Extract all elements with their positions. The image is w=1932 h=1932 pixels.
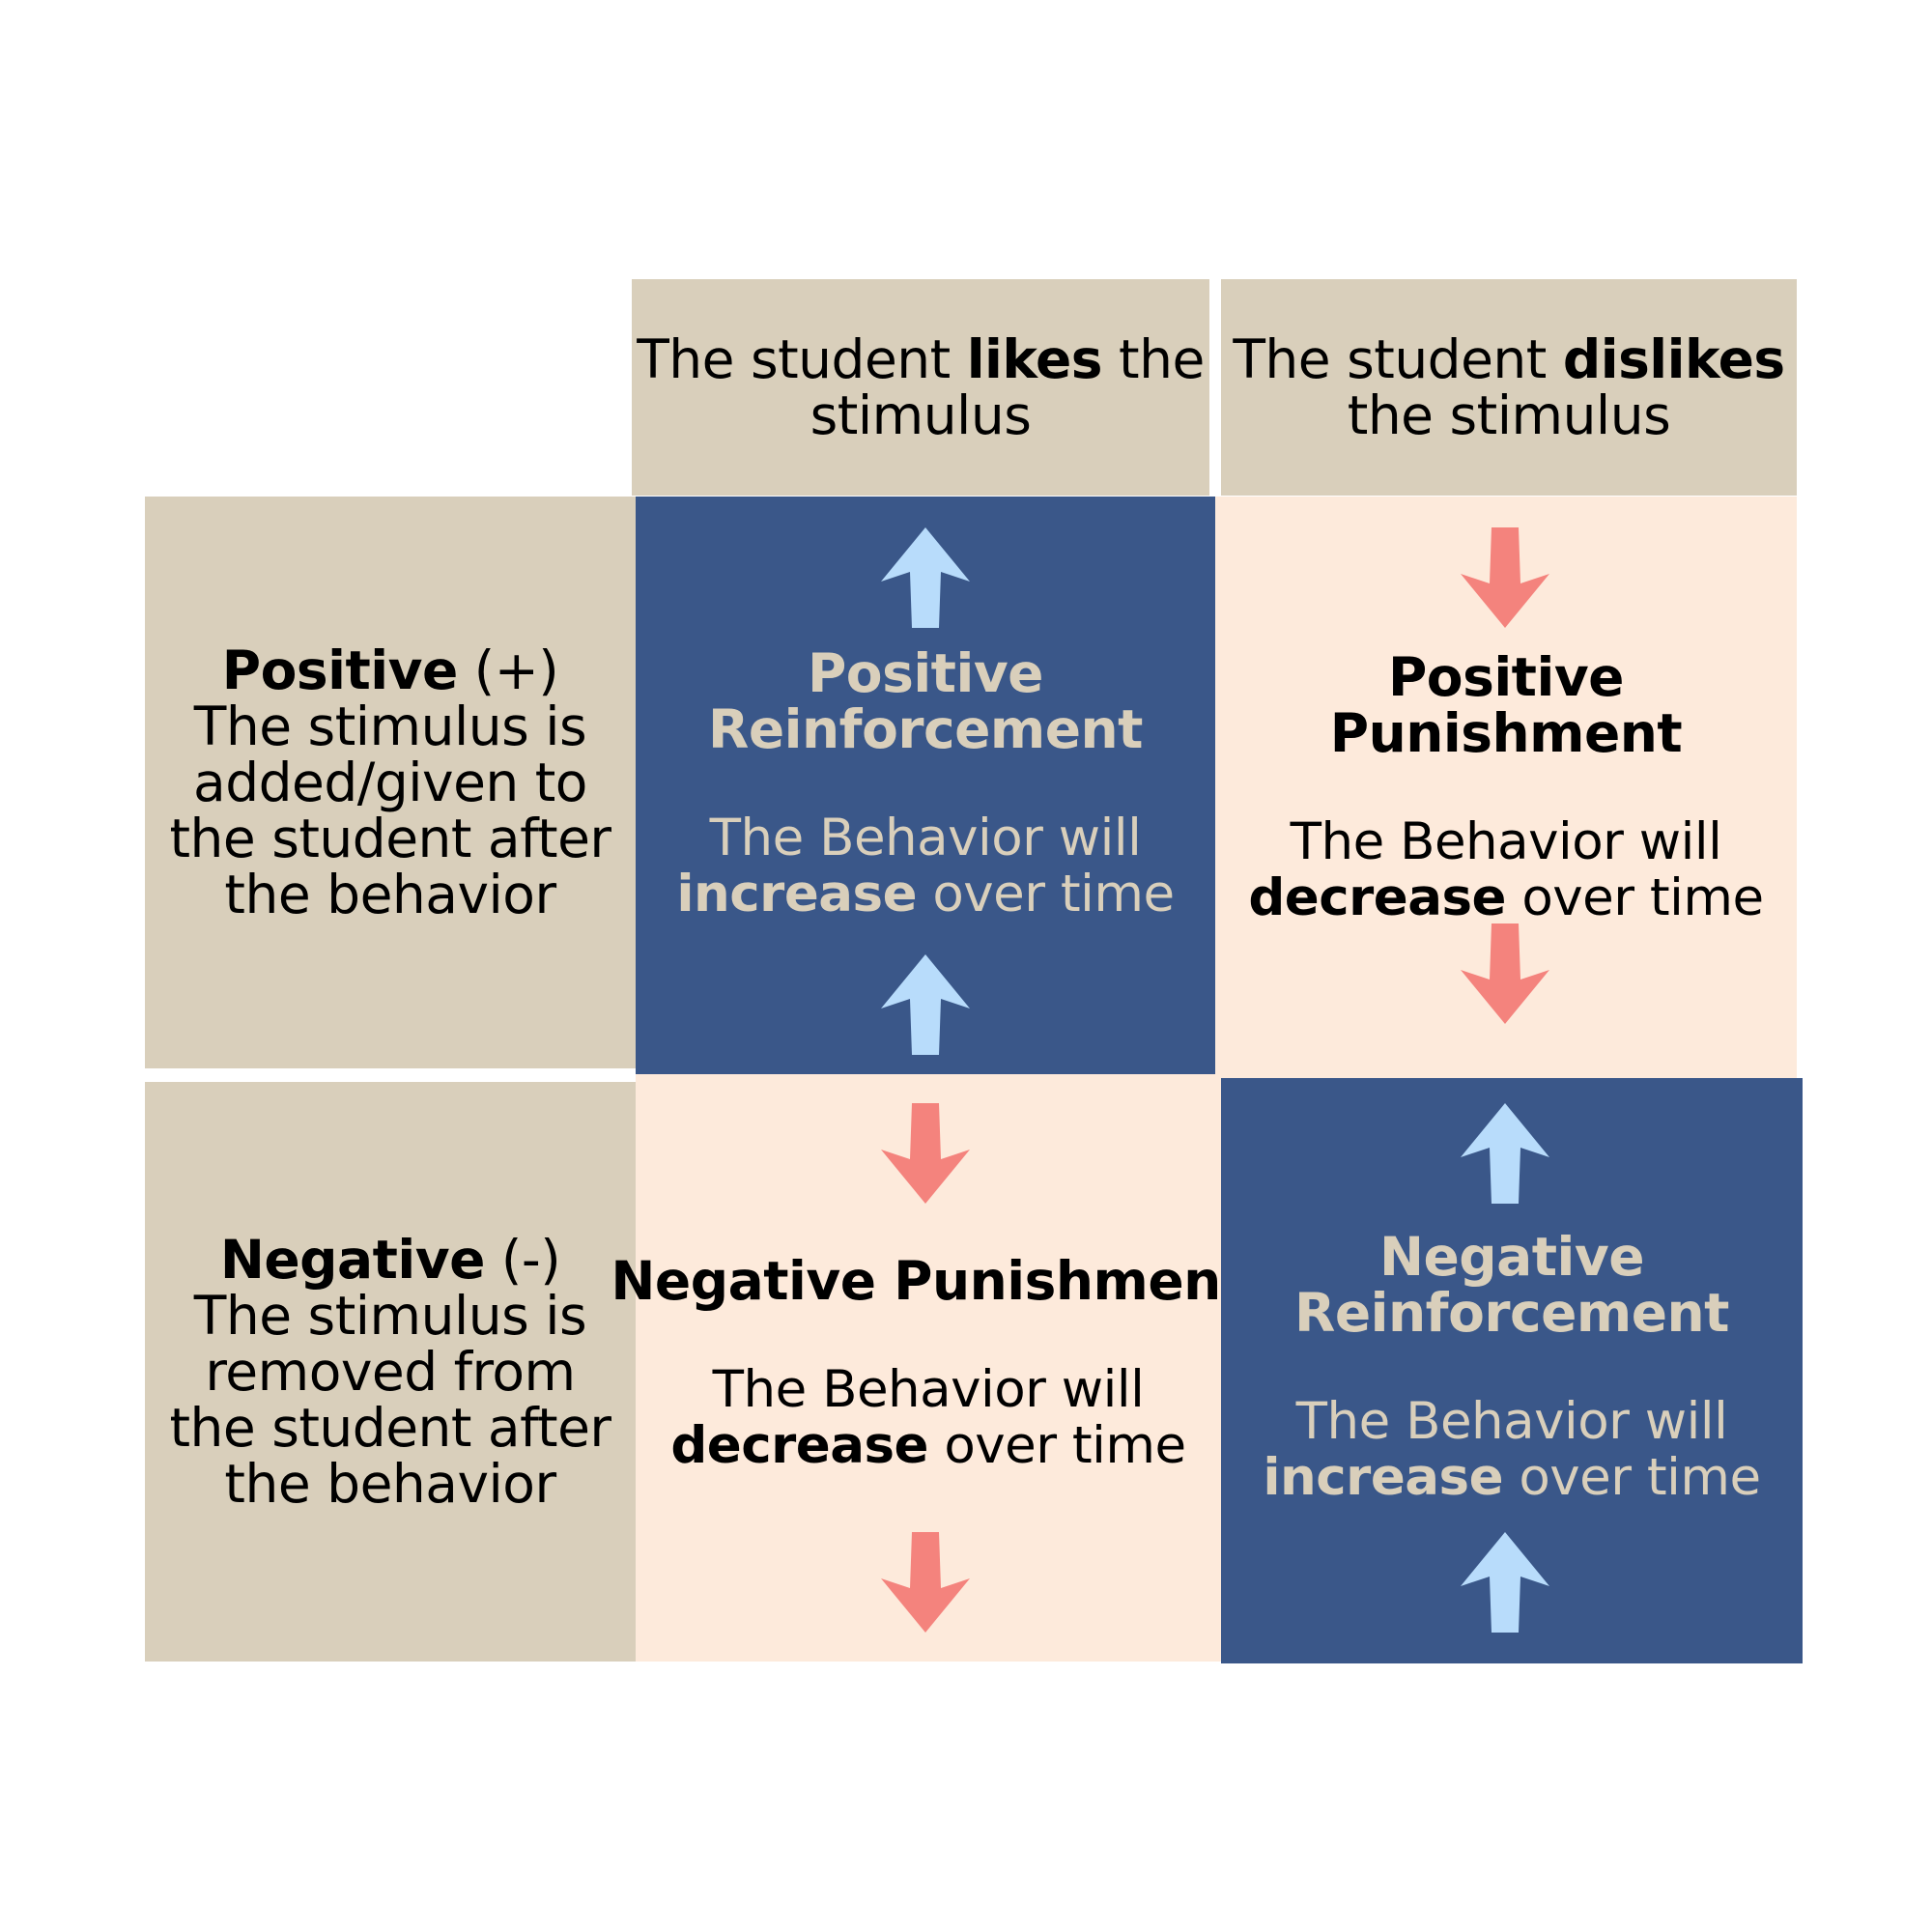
down-arrow-icon — [881, 1103, 970, 1204]
header-likes: The student likes the stimulus — [632, 279, 1209, 496]
cell-positive-punishment: Positive Punishment The Behavior will de… — [1215, 497, 1797, 1078]
down-arrow-icon — [1461, 923, 1549, 1024]
negative-reinforcement-text: Negative Reinforcement The Behavior will… — [1263, 1225, 1761, 1507]
header-dislikes-text: The student dislikes the stimulus — [1233, 328, 1785, 446]
up-arrow-icon — [1461, 1532, 1549, 1633]
negative-punishment-text: Negative Punishment The Behavior will de… — [611, 1249, 1246, 1475]
up-arrow-icon — [881, 527, 970, 628]
positive-punishment-text: Positive Punishment The Behavior will de… — [1248, 645, 1764, 927]
header-likes-text: The student likes the stimulus — [637, 328, 1205, 446]
row-positive: Positive (+) The stimulus is added/given… — [145, 497, 636, 1068]
up-arrow-icon — [881, 954, 970, 1055]
row-negative: Negative (-) The stimulus is removed fro… — [145, 1082, 636, 1662]
down-arrow-icon — [1461, 527, 1549, 628]
row-negative-text: Negative (-) The stimulus is removed fro… — [169, 1229, 611, 1515]
positive-reinforcement-text: Positive Reinforcement The Behavior will… — [676, 641, 1175, 923]
row-positive-text: Positive (+) The stimulus is added/given… — [169, 639, 611, 925]
header-dislikes: The student dislikes the stimulus — [1221, 279, 1797, 496]
up-arrow-icon — [1461, 1103, 1549, 1204]
down-arrow-icon — [881, 1532, 970, 1633]
